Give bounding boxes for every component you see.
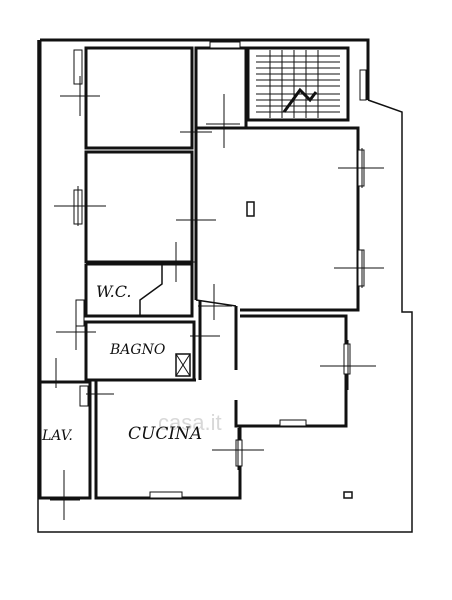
room-wc [84, 262, 194, 318]
room-label-bagno: BAGNO [110, 342, 166, 358]
column-symbol [246, 201, 255, 217]
room-label-cucina: CUCINA [128, 424, 203, 444]
room-middle-left [84, 150, 194, 264]
room-top-left [84, 46, 194, 150]
room-label-lav: LAV. [42, 428, 73, 444]
room-label-wc: W.C. [96, 282, 132, 301]
outer-walls [37, 38, 413, 533]
room-right [234, 314, 348, 428]
watermark-text: casa.it [158, 410, 222, 435]
hall-top [194, 46, 248, 130]
room-lav [38, 380, 92, 500]
cross-marks [40, 76, 384, 520]
room-living [196, 126, 360, 312]
terrace-symbol [343, 491, 353, 499]
stair-core [246, 46, 350, 122]
